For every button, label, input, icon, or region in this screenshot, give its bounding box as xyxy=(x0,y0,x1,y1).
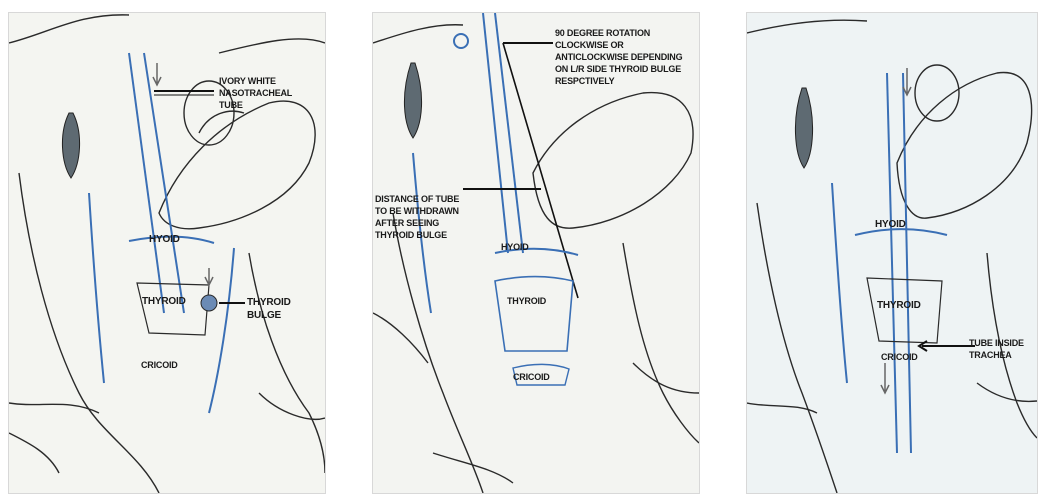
label-cricoid: CRICOID xyxy=(881,351,918,363)
nasal-plug-drawing xyxy=(62,113,79,178)
label-rotation-line-4: ON L/R SIDE THYROID BULGE xyxy=(555,63,682,75)
label-cricoid: CRICOID xyxy=(141,359,178,371)
label-hyoid: HYOID xyxy=(149,233,180,246)
panel-2-tube-rotation: 90 DEGREE ROTATION CLOCKWISE OR ANTICLOC… xyxy=(372,12,700,494)
label-rotation-line-3: ANTICLOCKWISE DEPENDING xyxy=(555,51,682,63)
label-tube-line-1: IVORY WHITE xyxy=(219,75,292,87)
label-thyroid: THYROID xyxy=(877,299,921,312)
label-withdraw-line-2: TO BE WITHDRAWN xyxy=(375,205,459,217)
tube-left-edge xyxy=(887,73,897,453)
label-withdraw-line-4: THYROID BULGE xyxy=(375,229,459,241)
label-hyoid: HYOID xyxy=(501,241,529,253)
tube-right-edge xyxy=(495,13,523,253)
label-rotation: 90 DEGREE ROTATION CLOCKWISE OR ANTICLOC… xyxy=(555,27,682,87)
label-withdraw: DISTANCE OF TUBE TO BE WITHDRAWN AFTER S… xyxy=(375,193,459,241)
nasal-plug-drawing xyxy=(795,88,812,168)
label-tube-inside-line-1: TUBE INSIDE xyxy=(969,337,1024,349)
label-rotation-line-2: CLOCKWISE OR xyxy=(555,39,682,51)
panel-3-drawing xyxy=(747,13,1037,493)
label-tube-inside-line-2: TRACHEA xyxy=(969,349,1024,361)
label-withdraw-line-3: AFTER SEEING xyxy=(375,217,459,229)
nasal-plug-drawing xyxy=(404,63,421,138)
label-thyroid: THYROID xyxy=(507,295,546,307)
tube-right-edge xyxy=(903,73,911,453)
label-tube: IVORY WHITE NASOTRACHEAL TUBE xyxy=(219,75,292,111)
label-thyroid: THYROID xyxy=(142,295,186,308)
label-hyoid: HYOID xyxy=(875,218,906,231)
label-thyroid-bulge-line-1: THYROID xyxy=(247,296,291,309)
label-rotation-line-1: 90 DEGREE ROTATION xyxy=(555,27,682,39)
panel-3-tube-in-trachea: HYOID THYROID CRICOID TUBE INSIDE TRACHE… xyxy=(746,12,1038,494)
label-cricoid: CRICOID xyxy=(513,371,550,383)
label-thyroid-bulge-line-2: BULGE xyxy=(247,309,291,322)
label-tube-inside-trachea: TUBE INSIDE TRACHEA xyxy=(969,337,1024,361)
panel-1-tube-insertion: IVORY WHITE NASOTRACHEAL TUBE HYOID THYR… xyxy=(8,12,326,494)
label-rotation-line-5: RESPCTIVELY xyxy=(555,75,682,87)
label-withdraw-line-1: DISTANCE OF TUBE xyxy=(375,193,459,205)
label-tube-line-3: TUBE xyxy=(219,99,292,111)
label-thyroid-bulge: THYROID BULGE xyxy=(247,296,291,322)
label-tube-line-2: NASOTRACHEAL xyxy=(219,87,292,99)
